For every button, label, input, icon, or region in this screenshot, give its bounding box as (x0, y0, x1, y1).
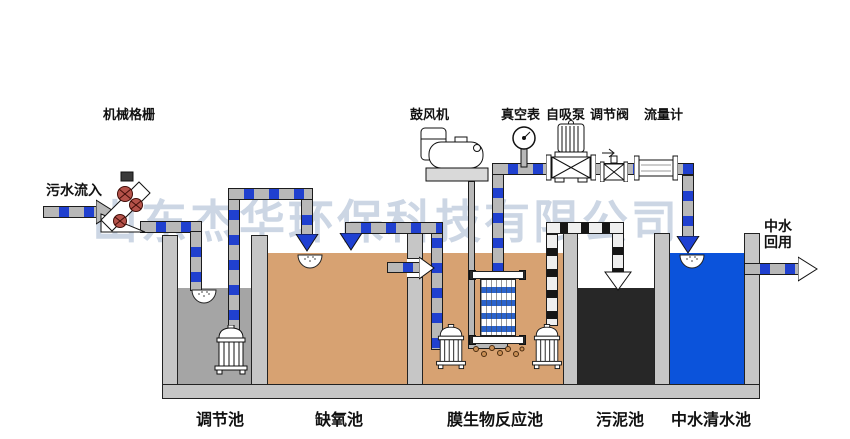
label-tank-mbr: 膜生物反应池 (446, 412, 543, 429)
wall-t3-t4 (563, 233, 578, 385)
pipe-t1-top (228, 188, 313, 200)
pipe-inflow (43, 206, 98, 218)
label-reuse-line1: 中水 (764, 218, 792, 234)
label-tank-sludge: 污泥池 (595, 412, 644, 429)
pipe-t1-riser (228, 194, 240, 340)
membrane-bottom-header (472, 336, 524, 344)
label-inflow: 污水流入 (46, 182, 102, 198)
skimmer-icon (191, 289, 217, 304)
skimmer-icon (297, 254, 323, 269)
pipe-clearwater-drop (682, 175, 694, 237)
self-priming-pump-device (546, 120, 596, 183)
reuse-arrow-icon (798, 256, 818, 282)
wall-t2-t3-lower (407, 277, 423, 385)
aeration-bubbles (473, 345, 525, 357)
regulating-valve-icon (600, 148, 628, 182)
flow-meter-icon (634, 155, 678, 181)
mechanical-screen-device (100, 171, 151, 233)
label-regulating-valve: 调节阀 (590, 107, 630, 122)
membrane-module (480, 279, 516, 336)
wall-t4-t5 (654, 233, 670, 385)
arrow-into-clearwater-icon (676, 236, 700, 254)
through-wall-arrow-icon (419, 256, 435, 280)
pipe-sludge-riser (546, 234, 558, 326)
label-self-priming-pump: 自吸泵 (546, 107, 586, 122)
pipe-screen-outlet (140, 221, 202, 233)
label-reuse-line2: 回用 (764, 234, 792, 250)
pipe-sludge-drop (612, 233, 624, 273)
submersible-pump-icon (214, 325, 248, 375)
blower-device (420, 127, 489, 182)
water-sludge-tank (578, 288, 654, 385)
arrow-into-anoxic-icon (295, 234, 319, 252)
pipe-through-wall (387, 262, 420, 273)
submersible-pump-icon (532, 324, 562, 370)
membrane-top-header (472, 271, 524, 279)
label-tank-regulation: 调节池 (195, 412, 244, 429)
pipe-screen-drop (190, 231, 202, 291)
label-blower: 鼓风机 (410, 107, 450, 122)
wall-outer-left (162, 235, 178, 385)
label-flow-meter: 流量计 (644, 107, 684, 122)
wall-t1-t2 (251, 235, 268, 385)
pipe-recirc-top (345, 222, 443, 234)
pipe-reuse-outlet (744, 263, 800, 275)
label-tank-clearwater: 中水清水池 (670, 412, 751, 429)
vacuum-gauge-icon (512, 126, 536, 168)
submersible-pump-icon (436, 324, 466, 370)
basin-floor (162, 384, 760, 399)
water-anoxic-tank (268, 253, 407, 385)
label-mechanical-screen: 机械格栅 (103, 107, 156, 122)
pipe-air-drop (468, 181, 475, 343)
label-vacuum-gauge: 真空表 (501, 107, 541, 122)
skimmer-icon (679, 254, 705, 269)
pipe-suction-riser (492, 172, 504, 273)
pipe-t1-drop (301, 199, 313, 235)
pipe-sludge-top (546, 222, 624, 234)
arrow-into-sludge-icon (604, 271, 632, 291)
wall-outer-right (744, 233, 760, 385)
recirc-arrow-icon (339, 233, 363, 251)
label-tank-anoxic: 缺氧池 (314, 412, 363, 429)
water-clearwater-tank (670, 253, 744, 385)
